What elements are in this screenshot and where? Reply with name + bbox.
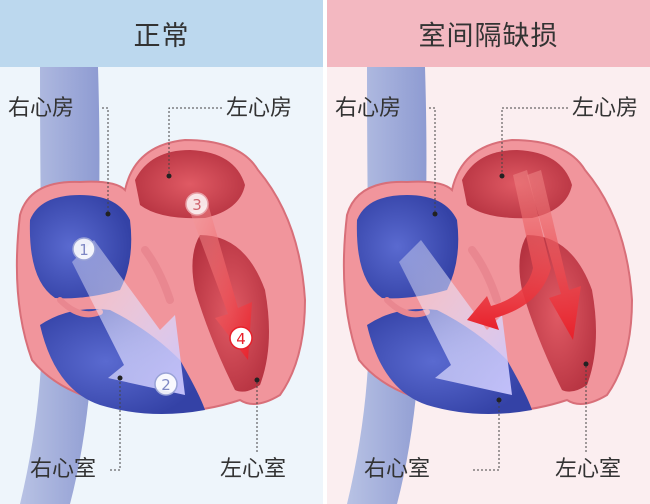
panel-title-normal: 正常: [0, 0, 323, 67]
heart-illustration-vsd: [342, 67, 634, 504]
heart-illustration-normal: 1 2 3 4: [15, 67, 307, 504]
blood-flow-arrow-shunt: [467, 170, 551, 330]
leader-left-atrium: [501, 107, 568, 176]
blood-flow-arrow-1-2: [72, 240, 185, 395]
left-atrium-chamber: [135, 150, 245, 219]
blood-flow-arrow-right-side: [399, 240, 512, 395]
step-2-label: 2: [161, 376, 171, 394]
leader-right-ventricle: [110, 378, 121, 471]
leader-left-atrium: [168, 107, 222, 176]
label-right-ventricle-normal: 右心室: [30, 457, 97, 482]
step-4-label: 4: [236, 330, 246, 348]
leader-right-atrium: [429, 107, 436, 214]
panel-vsd: 室间隔缺损 右心房 左心: [327, 0, 650, 504]
leader-right-atrium: [102, 107, 109, 214]
label-right-atrium-vsd: 右心房: [335, 96, 402, 121]
step-3-label: 3: [192, 196, 202, 214]
step-1-marker: 1: [72, 237, 96, 261]
step-4-marker: 4: [229, 326, 253, 350]
blood-flow-arrow-left-ventricle: [527, 170, 581, 340]
panel-normal: 正常 1 2 3 4: [0, 0, 323, 504]
leader-right-ventricle: [473, 400, 500, 471]
label-left-atrium-normal: 左心房: [226, 96, 293, 121]
panel-divider: [323, 0, 327, 504]
label-right-atrium-normal: 右心房: [8, 96, 75, 121]
blood-flow-arrow-3-4: [190, 204, 252, 360]
label-left-ventricle-vsd: 左心室: [555, 457, 622, 482]
panel-title-vsd: 室间隔缺损: [327, 0, 650, 67]
label-right-ventricle-vsd: 右心室: [364, 457, 431, 482]
step-2-marker: 2: [154, 372, 178, 396]
label-left-atrium-vsd: 左心房: [572, 96, 639, 121]
label-left-ventricle-normal: 左心室: [220, 457, 287, 482]
step-3-marker: 3: [185, 192, 209, 216]
step-1-label: 1: [79, 241, 89, 259]
